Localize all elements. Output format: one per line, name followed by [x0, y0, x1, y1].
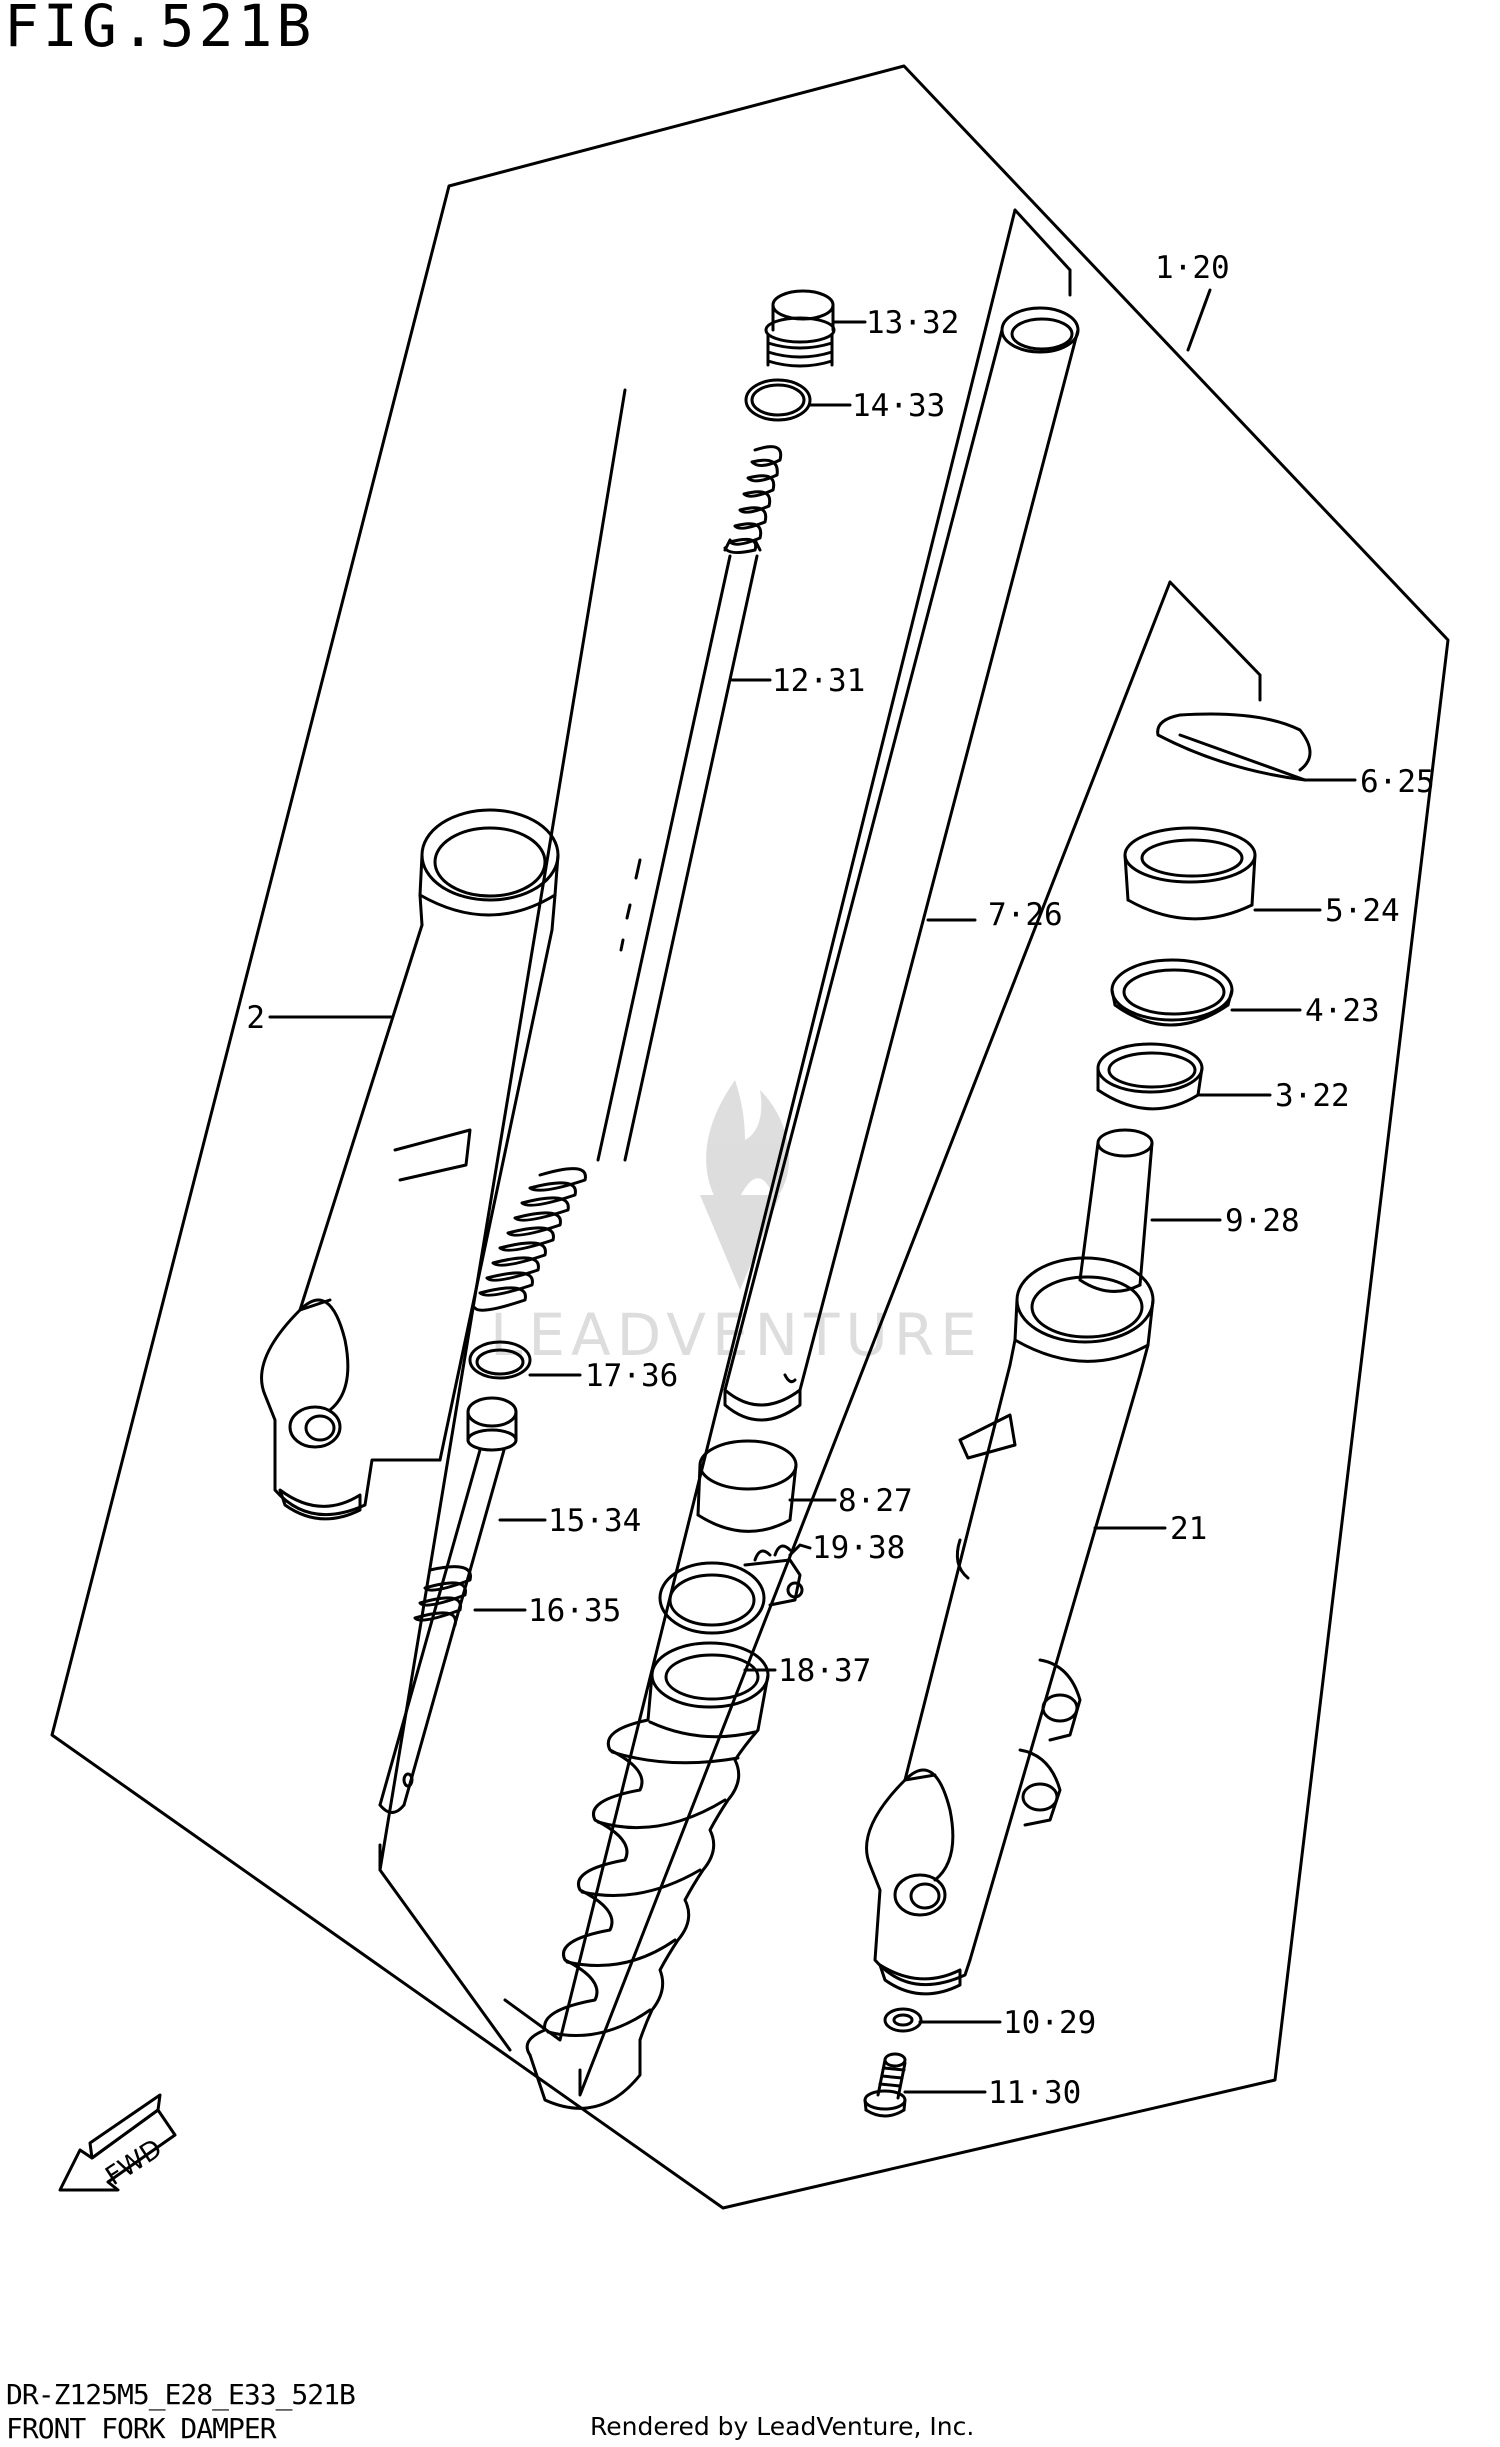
- callout-16-35: 16·35: [528, 1593, 621, 1629]
- right-outer-tube-part: [865, 1256, 1155, 1996]
- cap-bolt-part: [764, 289, 836, 368]
- gasket-part: [883, 2007, 923, 2033]
- piston-ring-part: [468, 1340, 532, 1380]
- fork-spring-lower: [473, 1167, 587, 1312]
- figure-title: FIG.521B: [4, 0, 316, 60]
- leadventure-watermark: LEADVENTURE: [490, 1080, 977, 1369]
- callout-4-23: 4·23: [1305, 993, 1380, 1029]
- callout-14-33: 14·33: [852, 388, 945, 424]
- callout-1-20: 1·20: [1155, 250, 1230, 286]
- callout-10-29: 10·29: [1003, 2005, 1096, 2041]
- callout-5-24: 5·24: [1325, 893, 1400, 929]
- svg-text:FWD: FWD: [101, 2134, 168, 2192]
- circlip-part: [1156, 712, 1312, 782]
- o-ring-part: [744, 378, 812, 422]
- oil-seal-part: [1123, 826, 1257, 921]
- callout-8-27: 8·27: [838, 1483, 913, 1519]
- damper-rod-bracket: [378, 388, 627, 2052]
- inner-tube-part: [723, 306, 1080, 1422]
- slide-bushing-part: [1096, 1042, 1204, 1111]
- seal-washer-part: [1110, 958, 1234, 1027]
- guide-bushing-part: [696, 1439, 798, 1533]
- bottom-bolt-part: [863, 2052, 907, 2118]
- inner-tube-bracket: [578, 580, 1262, 2097]
- fork-spring-top: [723, 445, 783, 555]
- leader-lines: [268, 288, 1357, 2094]
- callout-15-34: 15·34: [548, 1503, 641, 1539]
- callout-11-30: 11·30: [988, 2075, 1081, 2111]
- fwd-direction-arrow: FWD: [58, 2093, 177, 2192]
- damper-rod-part: [378, 1396, 518, 1814]
- callout-9-28: 9·28: [1225, 1203, 1300, 1239]
- callout-13-32: 13·32: [866, 305, 959, 341]
- dust-boot-part: [525, 1641, 770, 2110]
- callout-19-38: 19·38: [812, 1530, 905, 1566]
- page-caption: FRONT FORK DAMPER: [6, 2412, 277, 2445]
- callout-2: 2: [246, 1000, 265, 1036]
- boot-clamp-part: [658, 1544, 804, 1635]
- callout-7-26: 7·26: [988, 897, 1063, 933]
- callout-3-22: 3·22: [1275, 1078, 1350, 1114]
- callout-labels: 1·20 13·32 14·33 12·31 7·26 6·25 5·24 4·…: [246, 250, 1434, 2111]
- outer-tube-bracket: [503, 208, 1072, 2042]
- callout-12-31: 12·31: [772, 663, 865, 699]
- oil-lock-piece-part: [1078, 1128, 1154, 1293]
- model-code: DR-Z125M5_E28_E33_521B: [6, 2378, 356, 2411]
- callout-17-36: 17·36: [585, 1358, 678, 1394]
- rebound-spring-part: [413, 1565, 472, 1627]
- callout-18-37: 18·37: [778, 1653, 871, 1689]
- assembly-outline: [50, 64, 1450, 2210]
- callout-21: 21: [1170, 1511, 1207, 1547]
- left-outer-tube-part: [260, 808, 560, 1521]
- rendered-by-credit: Rendered by LeadVenture, Inc.: [590, 2412, 975, 2441]
- callout-6-25: 6·25: [1360, 764, 1435, 800]
- fork-spring-rod: [596, 554, 759, 1162]
